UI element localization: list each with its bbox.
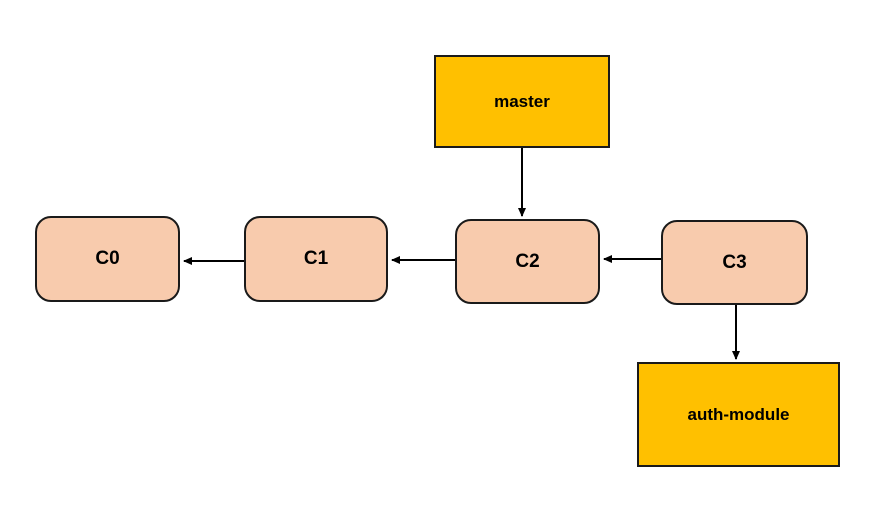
- commit-node-c0: C0: [35, 216, 180, 302]
- branch-node-auth-module: auth-module: [637, 362, 840, 467]
- commit-node-c3: C3: [661, 220, 808, 305]
- commit-node-c2: C2: [455, 219, 600, 304]
- commit-node-c1-label: C1: [303, 248, 329, 269]
- branch-node-auth-module-label: auth-module: [687, 404, 790, 424]
- branch-node-master-label: master: [494, 91, 550, 111]
- commit-node-c0-label: C0: [95, 248, 120, 269]
- commit-node-c3-label: C3: [722, 251, 747, 273]
- commit-node-c1: C1: [244, 216, 388, 302]
- commit-node-c2-label: C2: [515, 250, 540, 272]
- branch-node-master: master: [434, 55, 610, 148]
